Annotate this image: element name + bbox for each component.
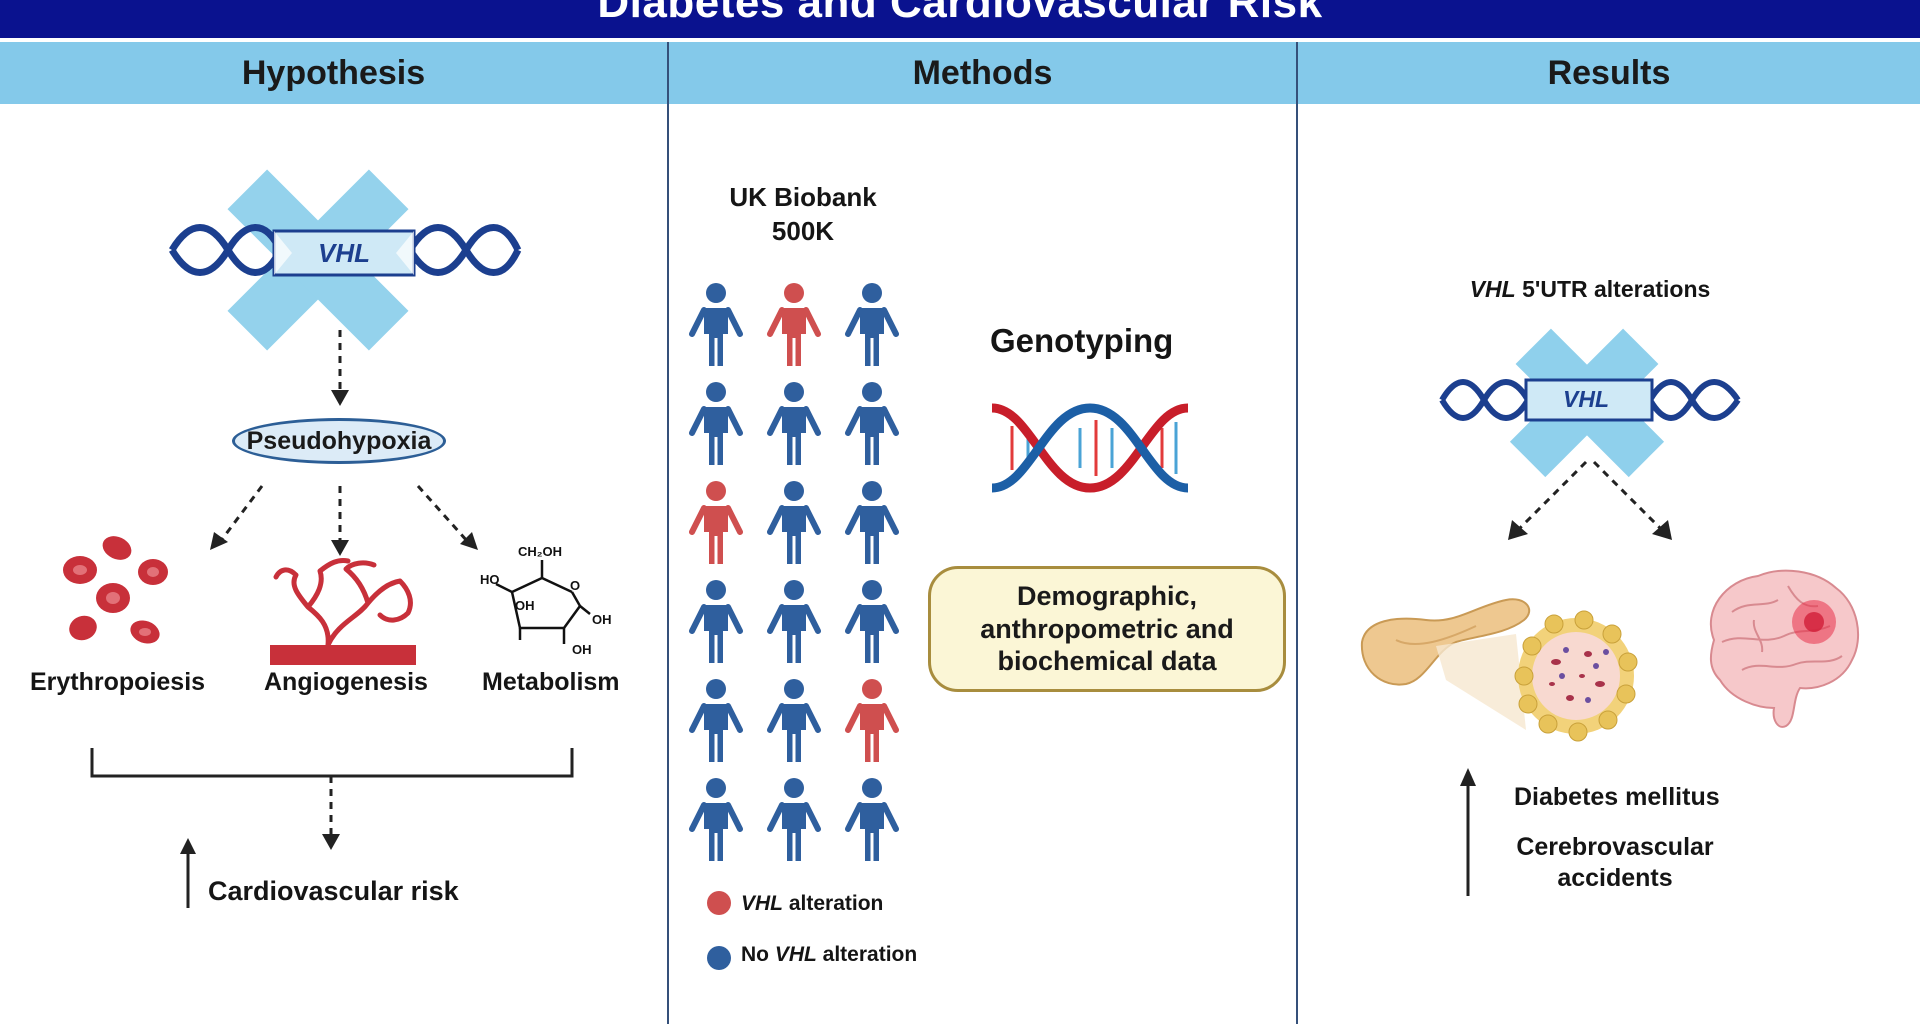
glucose-structure-icon: CH₂OH HO OH O OH OH [480,544,612,657]
results-heading-gene: VHL [1469,276,1516,302]
effects-bracket [90,748,574,850]
person-icon-unaltered [845,481,899,564]
svg-text:O: O [570,578,580,593]
svg-text:OH: OH [572,642,592,657]
results-heading-suffix: 5'UTR alterations [1515,276,1711,302]
vhl-utr-alteration-icon [1439,328,1741,478]
legend-unaltered-suffix: alteration [816,943,918,966]
person-icon-unaltered [689,283,743,366]
column-divider-left [667,42,669,1024]
person-icon-unaltered [767,778,821,861]
outcome-cerebrovascular-line1: Cerebrovascular [1516,833,1714,861]
brain-stroke-icon [1709,569,1859,728]
legend-altered-text: VHL alteration [741,892,883,916]
person-icon-unaltered [845,382,899,465]
pancreas-islet-icon [1360,598,1638,742]
column-header-hypothesis: Hypothesis [0,42,667,104]
person-icon-unaltered [689,679,743,762]
legend-unaltered-prefix: No [741,943,775,966]
cohort-name: UK Biobank [729,182,877,212]
person-icon-unaltered [689,580,743,663]
increase-arrow-icon [180,838,196,908]
dna-helix-icon [991,403,1189,493]
blood-vessel-icon [270,558,416,665]
arrow-gene-to-pseudohypoxia [331,330,349,406]
data-collection-box: Demographic, anthropometric and biochemi… [928,566,1286,692]
column-divider-right [1296,42,1298,1024]
title-bar: Diabetes and Cardiovascular Risk [0,0,1920,38]
hypothesis-gene-label: VHL [318,238,370,268]
person-icon-unaltered [845,283,899,366]
column-header-methods: Methods [669,42,1296,104]
legend-unaltered-gene: VHL [774,943,817,966]
vhl-gene-knockout-icon [168,169,522,351]
person-icon-unaltered [689,778,743,861]
svg-text:OH: OH [592,612,612,627]
legend-altered-suffix: alteration [783,892,884,915]
person-icon-unaltered [767,580,821,663]
person-icon-unaltered [845,580,899,663]
svg-text:OH: OH [515,598,535,613]
person-icon-unaltered [845,778,899,861]
person-icon-altered [767,283,821,366]
person-icon-altered [689,481,743,564]
arrows-gene-to-outcomes [1508,460,1672,540]
effect-metabolism: Metabolism [482,668,620,696]
legend-altered-gene: VHL [741,892,783,915]
cohort-people-grid [689,283,899,861]
legend-unaltered-text: No VHL alteration [741,943,917,967]
outcome-cardiovascular-risk: Cardiovascular risk [208,876,459,906]
outcome-diabetes: Diabetes mellitus [1514,783,1720,811]
outcome-cerebrovascular-line2: accidents [1557,864,1673,892]
cohort-size: 500K [771,216,835,246]
svg-text:CH₂OH: CH₂OH [518,544,562,559]
column-header-results: Results [1298,42,1920,104]
person-icon-unaltered [767,481,821,564]
legend-unaltered-dot [707,946,731,970]
effect-erythropoiesis: Erythropoiesis [30,668,206,696]
legend-altered-dot [707,891,731,915]
effect-angiogenesis: Angiogenesis [264,668,428,696]
genotyping-label: Genotyping [990,322,1174,359]
increase-arrow-results-icon [1460,768,1476,896]
results-gene-label: VHL [1563,386,1609,412]
red-blood-cells-icon [63,536,168,644]
svg-text:HO: HO [480,572,500,587]
pseudohypoxia-node: Pseudohypoxia [232,418,446,464]
person-icon-unaltered [767,382,821,465]
arrows-pseudohypoxia-to-effects [210,485,478,556]
person-icon-altered [845,679,899,762]
figure-title: Diabetes and Cardiovascular Risk [597,0,1323,27]
person-icon-unaltered [689,382,743,465]
person-icon-unaltered [767,679,821,762]
results-heading: VHL 5'UTR alterations [1400,276,1780,303]
